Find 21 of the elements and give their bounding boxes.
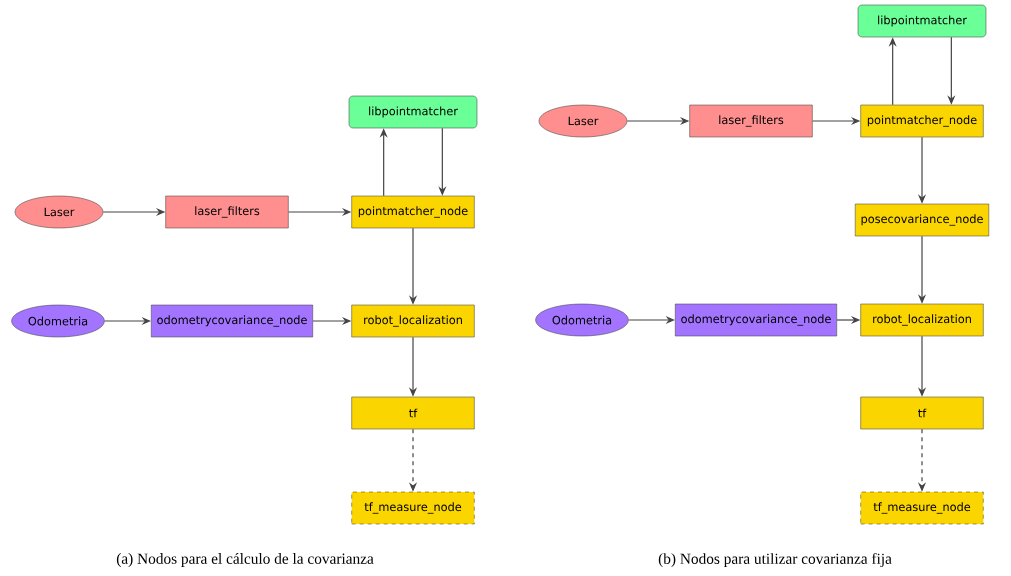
process-box: odometrycovariance_node [675,303,837,337]
process-box: tf_measure_node [860,491,984,525]
ellipse-node: Odometria [11,304,105,338]
process-box: robot_localization [860,303,984,337]
process-box: laser_filters [165,195,289,229]
ellipse-node: Laser [14,195,104,229]
caption: (b) Nodos para utilizar covarianza fija [658,553,892,568]
process-box: pointmatcher_node [351,195,475,229]
process-box: robot_localization [351,304,475,338]
process-box: tf_measure_node [351,491,475,525]
library-box: libpointmatcher [857,4,987,38]
process-box: posecovariance_node [854,203,990,237]
process-box: pointmatcher_node [860,104,984,138]
caption: (a) Nodos para el cálculo de la covarianza [116,553,374,567]
process-box: tf [351,396,475,430]
process-box: odometrycovariance_node [151,304,313,338]
ellipse-node: Laser [538,104,628,138]
process-box: laser_filters [689,104,813,138]
ellipse-node: Odometria [535,303,629,337]
process-box: tf [860,396,984,430]
library-box: libpointmatcher [348,95,478,129]
